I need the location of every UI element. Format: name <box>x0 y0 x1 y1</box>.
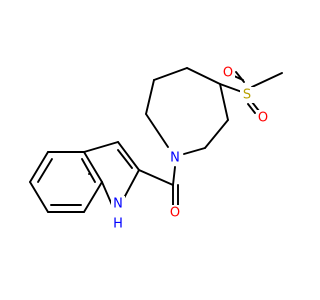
o-sulfonyl-bottom-bg <box>256 110 270 126</box>
bond <box>172 166 176 186</box>
molecule-structure: N N H O S O O <box>29 65 283 232</box>
n-indole-bg <box>111 196 125 212</box>
bond <box>145 113 169 148</box>
bond <box>247 103 256 114</box>
bond-double-inner <box>117 149 133 169</box>
s-sulfonyl-bg <box>240 87 254 103</box>
o-carbonyl-bg <box>168 205 182 221</box>
bond <box>117 141 140 171</box>
bond <box>101 181 113 206</box>
bond <box>251 101 260 112</box>
bond <box>235 71 245 83</box>
o-sulfonyl-top-bg <box>221 65 235 81</box>
bond <box>145 79 155 115</box>
bond <box>29 151 49 183</box>
o-carbonyl-label: O <box>170 206 180 221</box>
bond <box>251 72 283 88</box>
bond <box>183 147 206 155</box>
n-indole-label: N <box>113 197 123 212</box>
n-azepane-bg <box>168 150 182 166</box>
atom-labels: N N H O S O O <box>111 65 270 232</box>
h-indole-label: H <box>113 217 123 232</box>
bond <box>219 83 243 93</box>
n-azepane-label: N <box>170 151 180 166</box>
bond <box>29 181 49 213</box>
bond <box>153 67 188 81</box>
bonds <box>29 67 283 213</box>
o-sulfonyl-bottom-label: O <box>258 111 268 126</box>
bond <box>186 67 221 85</box>
bond <box>219 83 229 121</box>
bond <box>138 169 174 186</box>
bond <box>123 169 140 199</box>
bond <box>83 181 103 213</box>
bond <box>83 141 119 153</box>
bond-double-inner <box>37 158 53 183</box>
o-sulfonyl-top-label: O <box>223 66 233 81</box>
bond <box>83 151 103 183</box>
bond <box>204 119 229 149</box>
s-sulfonyl-label: S <box>243 88 251 103</box>
bond-double-inner <box>81 158 96 183</box>
